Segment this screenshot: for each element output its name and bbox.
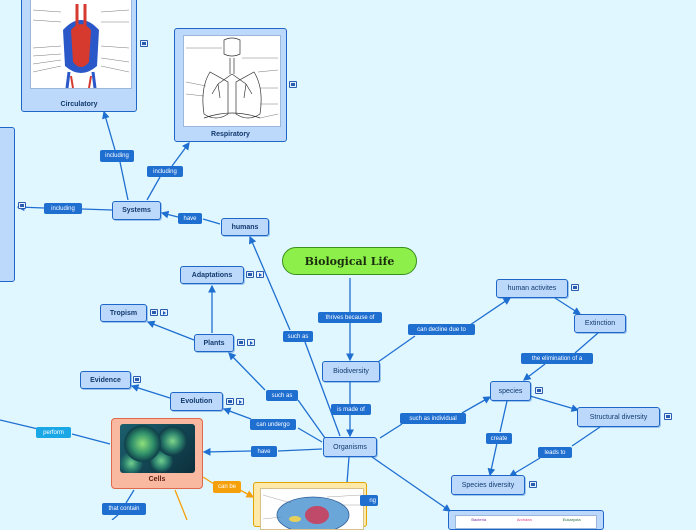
label-thrives-because-of[interactable]: thrives because of [318, 312, 382, 323]
node-human-activities[interactable]: human activites [496, 279, 568, 298]
label-including-left[interactable]: including [44, 203, 82, 214]
domain-label-bacteria: Bacteria [471, 517, 487, 522]
label-have-systems[interactable]: have [178, 213, 202, 224]
label-including-respiratory[interactable]: including [147, 166, 183, 177]
central-topic[interactable]: Biological Life [282, 247, 417, 275]
domain-label-eukaryota: Eukaryota [562, 517, 581, 522]
node-extinction[interactable]: Extinction [574, 314, 626, 333]
notes-icon[interactable] [237, 339, 245, 346]
node-humans[interactable]: humans [221, 218, 269, 236]
label-that-contain[interactable]: that contain [102, 503, 146, 515]
notes-icon[interactable] [246, 271, 254, 278]
node-tropism[interactable]: Tropism [100, 304, 147, 322]
label-such-as-humans[interactable]: such as [283, 331, 313, 342]
node-evidence[interactable]: Evidence [80, 371, 131, 389]
label-the-elimination-of-a[interactable]: the elimination of a [521, 353, 593, 364]
notes-icon[interactable] [226, 398, 234, 405]
play-icon[interactable] [236, 398, 244, 405]
node-respiratory[interactable]: Respiratory [174, 28, 287, 142]
label-such-as-individual[interactable]: such as individual [400, 413, 466, 424]
node-cells-label: Cells [148, 476, 166, 483]
notes-icon[interactable] [133, 376, 141, 383]
label-can-be[interactable]: can be [213, 481, 241, 493]
domains-image: Bacteria Archaea Eukaryota [455, 515, 597, 529]
lungs-diagram-image [183, 35, 281, 127]
node-adaptations[interactable]: Adaptations [180, 266, 244, 284]
node-organisms[interactable]: Organisms [323, 437, 377, 457]
label-is-made-of[interactable]: is made of [331, 404, 371, 415]
notes-icon[interactable] [571, 284, 579, 291]
notes-icon[interactable] [664, 413, 672, 420]
notes-icon[interactable] [529, 481, 537, 488]
node-cells[interactable]: Cells [111, 418, 203, 489]
cells-photo-image [120, 424, 195, 473]
play-icon[interactable] [256, 271, 264, 278]
node-circulatory-label: Circulatory [60, 101, 98, 108]
domain-label-archaea: Archaea [516, 517, 532, 522]
node-cell-diagram[interactable] [253, 482, 367, 530]
label-have-cells[interactable]: have [251, 446, 277, 457]
notes-icon[interactable] [289, 81, 297, 88]
play-icon[interactable] [247, 339, 255, 346]
node-species[interactable]: species [490, 381, 531, 401]
notes-icon[interactable] [18, 202, 26, 209]
label-perform[interactable]: perform [36, 427, 71, 438]
label-such-as-plants[interactable]: such as [266, 390, 298, 401]
node-offscreen-left[interactable] [0, 127, 15, 282]
node-species-diversity[interactable]: Species diversity [451, 475, 525, 495]
cell-diagram-image [260, 488, 364, 530]
label-create[interactable]: create [486, 433, 512, 444]
notes-icon[interactable] [535, 387, 543, 394]
node-structural-diversity[interactable]: Structural diversity [577, 407, 660, 427]
node-systems[interactable]: Systems [112, 201, 161, 220]
label-leads-to[interactable]: leads to [538, 447, 572, 458]
label-partial-ng[interactable]: ng [360, 495, 378, 506]
play-icon[interactable] [160, 309, 168, 316]
node-domains-diagram[interactable]: Bacteria Archaea Eukaryota [448, 510, 604, 530]
heart-diagram-image [30, 0, 132, 89]
node-evolution[interactable]: Evolution [170, 392, 223, 411]
label-including-circulatory[interactable]: including [100, 150, 134, 162]
notes-icon[interactable] [140, 40, 148, 47]
label-can-undergo[interactable]: can undergo [250, 419, 296, 430]
node-respiratory-label: Respiratory [211, 131, 250, 138]
notes-icon[interactable] [150, 309, 158, 316]
node-circulatory[interactable]: Circulatory [21, 0, 137, 112]
node-plants[interactable]: Plants [194, 334, 234, 352]
label-can-decline-due-to[interactable]: can decline due to [408, 324, 475, 335]
node-biodiversity[interactable]: Biodiversity [322, 361, 380, 382]
